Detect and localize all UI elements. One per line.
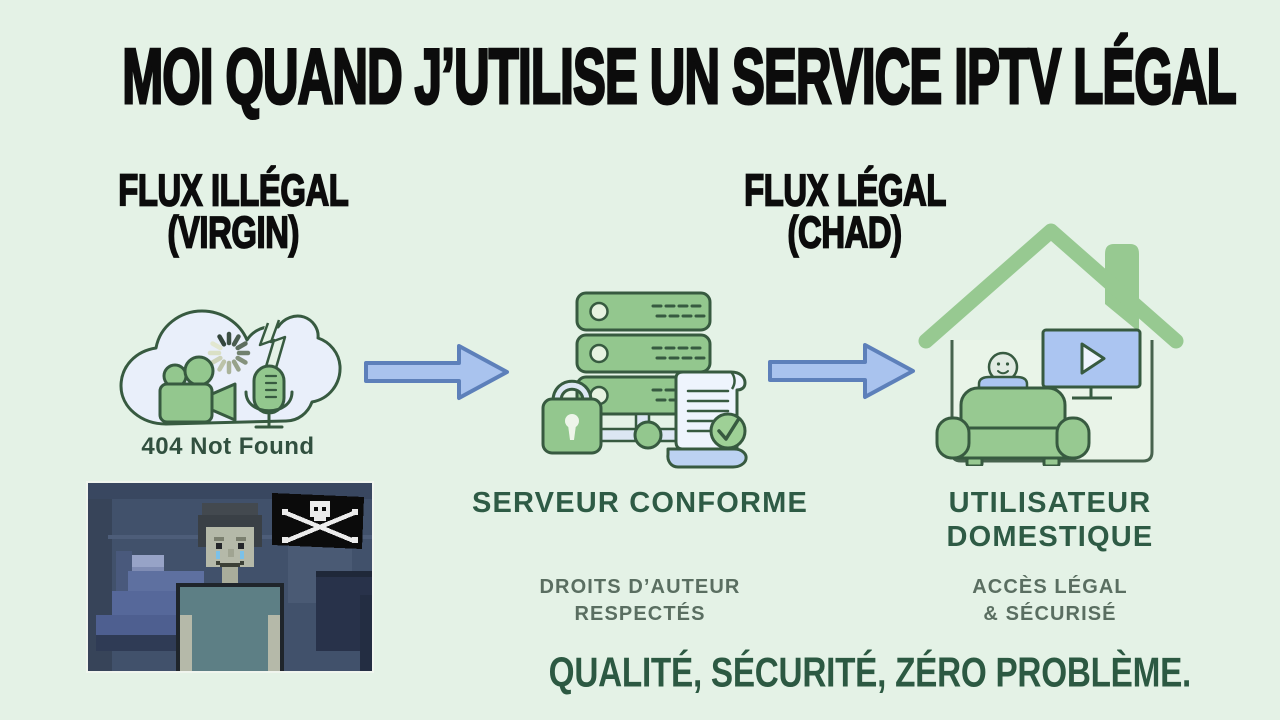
roof xyxy=(918,223,1184,349)
arrow-shape xyxy=(768,343,915,399)
right-heading-line1: FLUX LÉGAL xyxy=(743,166,947,216)
left-heading-line1: FLUX ILLÉGAL xyxy=(117,166,349,216)
server-to-house-arrow xyxy=(768,343,915,399)
server-rack-1 xyxy=(575,291,712,332)
cloud-caption: 404 Not Found xyxy=(141,433,315,460)
loading-spinner-icon xyxy=(207,331,251,375)
tv-monitor xyxy=(316,571,372,671)
footer-tagline-text: QUALITÉ, SÉCURITÉ, ZÉRO PROBLÈME. xyxy=(548,649,1192,696)
tv-play-icon xyxy=(1041,328,1142,400)
user-subtext: ACCÈS LÉGAL & SÉCURISÉ xyxy=(900,574,1200,628)
user-subtext-line1: ACCÈS LÉGAL xyxy=(972,576,1128,598)
page-title: MOI QUAND J’UTILISE UN SERVICE IPTV LÉGA… xyxy=(0,31,1280,121)
checkmark-badge-icon xyxy=(709,412,747,450)
server-subtext-line2: RESPECTÉS xyxy=(574,603,706,625)
cloud-crack-right-edge xyxy=(269,319,287,369)
user-label-line1: UTILISATEUR xyxy=(948,487,1152,519)
sad-character xyxy=(176,503,284,671)
pixel-scene xyxy=(88,483,372,671)
server-rack-2 xyxy=(575,333,712,374)
broken-cloud-icon xyxy=(119,309,342,429)
right-heading-line2: (CHAD) xyxy=(787,208,903,258)
left-heading-line2: (VIRGIN) xyxy=(167,208,300,258)
cloud-crack-left-edge xyxy=(258,322,276,371)
cloud-to-server-arrow xyxy=(364,344,509,400)
footer-tagline: QUALITÉ, SÉCURITÉ, ZÉRO PROBLÈME. xyxy=(460,649,1280,696)
video-camera-icon xyxy=(158,355,237,424)
user-subtext-line2: & SÉCURISÉ xyxy=(983,603,1117,625)
server-label: SERVEUR CONFORME xyxy=(471,487,809,519)
microphone-icon xyxy=(244,364,294,429)
right-heading: FLUX LÉGAL (CHAD) xyxy=(700,166,990,258)
user-label-line2: DOMESTIQUE xyxy=(946,521,1154,553)
couch-icon xyxy=(935,386,1091,466)
padlock-icon xyxy=(541,379,603,455)
left-heading: FLUX ILLÉGAL (VIRGIN) xyxy=(88,166,378,258)
sad-pixel-character-image xyxy=(86,481,374,673)
server-subtext: DROITS D’AUTEUR RESPECTÉS xyxy=(470,574,810,628)
house-icon xyxy=(918,223,1184,466)
server-stack-icon xyxy=(541,291,748,469)
server-subtext-line1: DROITS D’AUTEUR xyxy=(539,576,741,598)
pirate-flag-icon xyxy=(272,493,364,549)
user-label: UTILISATEUR DOMESTIQUE xyxy=(900,486,1200,554)
arrow-shape xyxy=(364,344,509,400)
page-title-text: MOI QUAND J’UTILISE UN SERVICE IPTV LÉGA… xyxy=(121,31,1237,121)
